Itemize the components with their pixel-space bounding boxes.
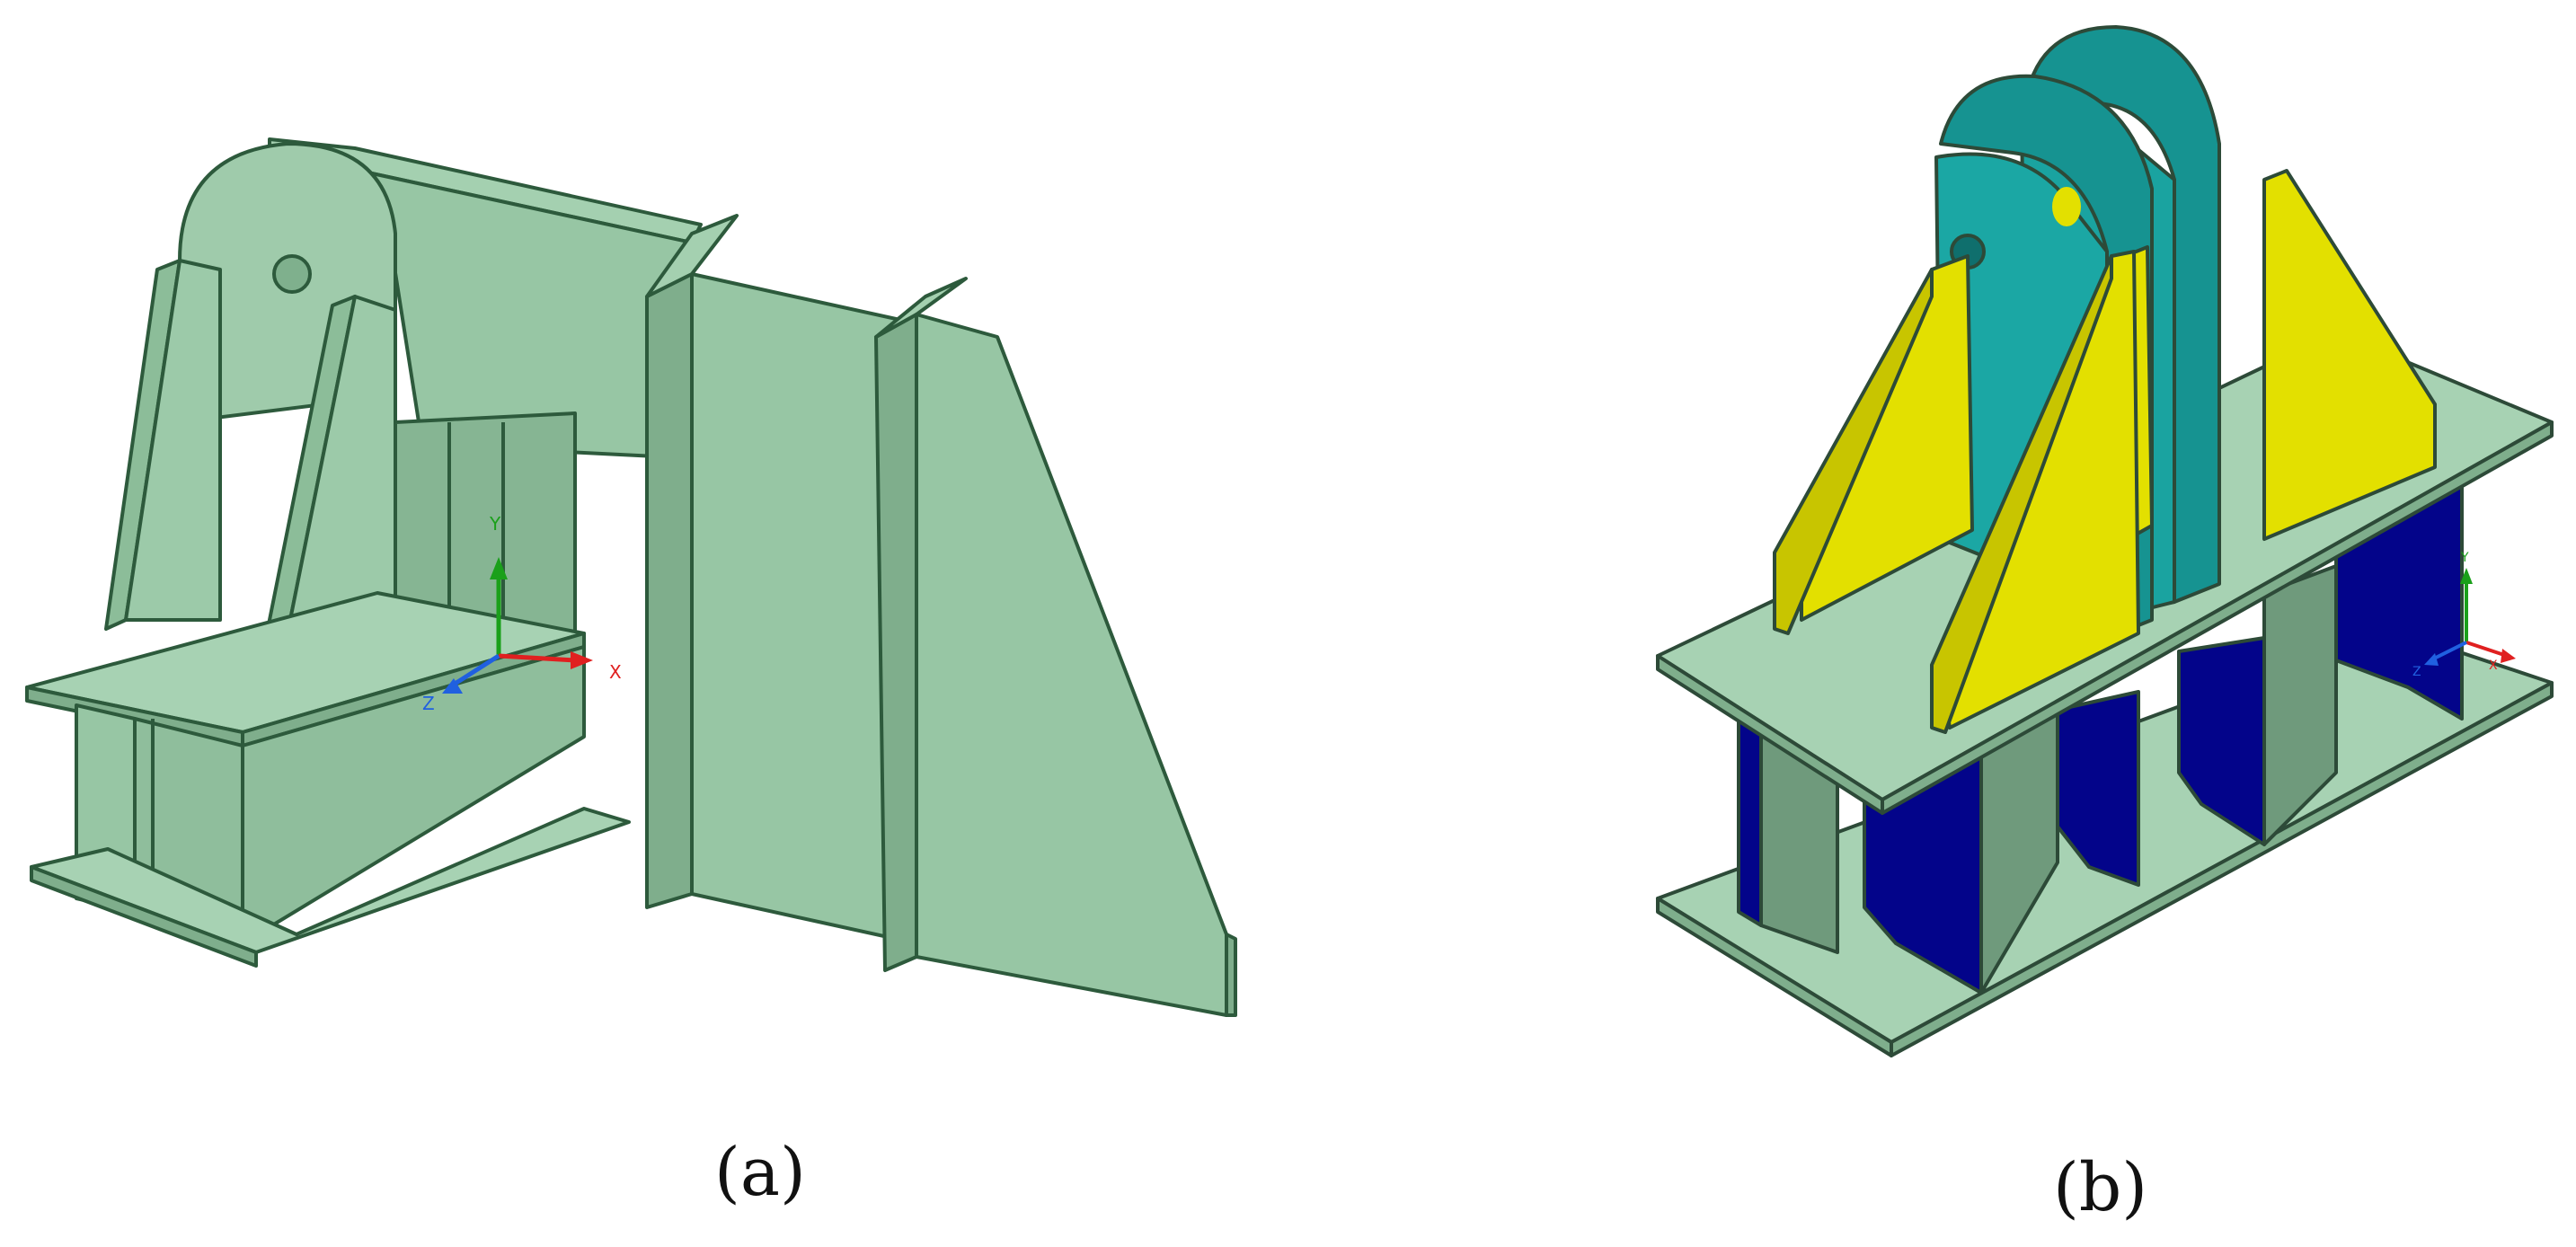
axis-x-arrow (498, 653, 576, 663)
lug-pin-hole (272, 254, 312, 294)
triangular-bracket (915, 313, 1228, 1017)
axis-x-label: X (609, 661, 622, 683)
b-gusset-front-edge (1930, 254, 2113, 734)
b-gusset-rear-right (2262, 169, 2437, 541)
rear-plate-front-edge (874, 313, 918, 972)
b-axis-x-head (2501, 649, 2516, 663)
panel-a-axis-triad: Y X Z (422, 513, 622, 714)
b-axis-x-arrow (2465, 641, 2508, 658)
b-web-navy-4 (2177, 636, 2266, 846)
b-top-flange-side (1881, 420, 2554, 815)
b-web-grey-3 (2262, 564, 2338, 846)
b-web-navy-3 (2056, 690, 2140, 887)
b-lug-front (1939, 74, 2154, 640)
axis-y-label: Y (489, 513, 501, 535)
base-web-rear (241, 645, 586, 945)
panel-a-caption: (a) (714, 1134, 806, 1211)
b-axis-y-head (2460, 568, 2473, 584)
axis-z-head (442, 678, 463, 694)
b-axis-z-label: Z (2412, 665, 2421, 679)
column-plate-front-edge (645, 272, 694, 909)
panel-b-axis-triad: Y X Z (2412, 551, 2516, 679)
axis-z-label: Z (422, 693, 435, 714)
triangular-bracket-edge (1225, 933, 1237, 1017)
b-bottom-flange-side (1890, 681, 2554, 1057)
panel-b-caption: (b) (2053, 1149, 2148, 1226)
b-axis-x-label: X (2489, 659, 2498, 673)
left-gusset-1-face (124, 259, 222, 622)
rear-stiffener-cap (874, 277, 968, 339)
column-flange-top-cap (645, 214, 739, 298)
b-axis-y-label: Y (2460, 551, 2469, 565)
axis-x-head (571, 651, 593, 669)
b-axis-z-arrow (2430, 641, 2467, 662)
b-web-navy-1 (1737, 717, 1763, 927)
b-pin-hole-rear (2052, 187, 2081, 226)
axis-y-head (490, 557, 508, 579)
base-bottom-flange-edge (30, 865, 258, 968)
b-axis-z-head (2424, 653, 2439, 666)
panel-b-model (1656, 25, 2554, 1057)
panel-a-model (25, 137, 1237, 1017)
axis-z-arrow (447, 653, 500, 690)
b-gusset-left-rear-edge (1773, 268, 1934, 635)
